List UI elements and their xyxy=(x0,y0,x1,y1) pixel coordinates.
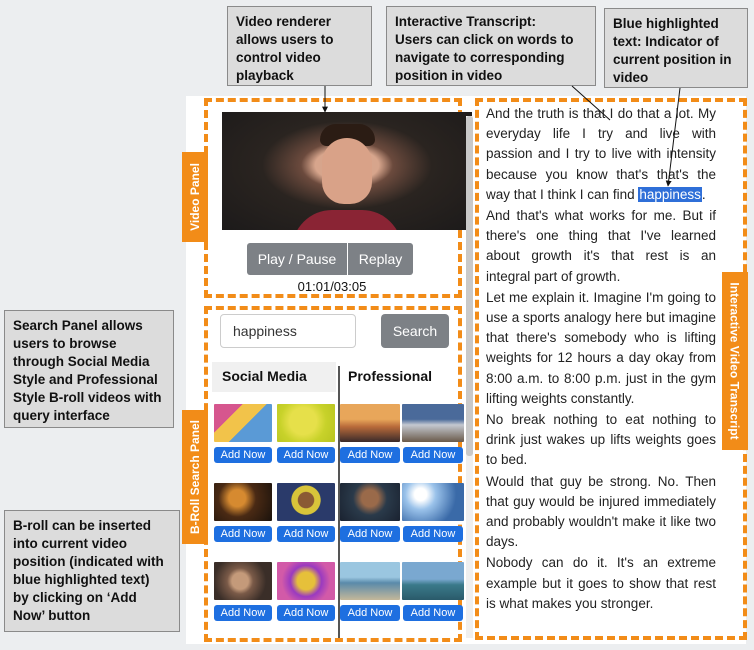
add-now-button[interactable]: Add Now xyxy=(214,447,272,463)
video-panel-tag: Video Panel xyxy=(182,152,208,242)
transcript-paragraph[interactable]: Nobody can do it. It's an extreme exampl… xyxy=(486,555,716,611)
add-now-button[interactable]: Add Now xyxy=(340,605,400,621)
video-subject-face xyxy=(322,138,372,204)
social-media-header-bg xyxy=(212,362,336,392)
add-now-button[interactable]: Add Now xyxy=(277,447,335,463)
add-now-button[interactable]: Add Now xyxy=(277,605,335,621)
column-divider xyxy=(338,366,340,638)
interactive-transcript[interactable]: And the truth is that I do that a lot. M… xyxy=(486,104,716,615)
broll-thumbnail[interactable] xyxy=(340,483,400,521)
broll-thumbnail[interactable] xyxy=(214,483,272,521)
add-now-button[interactable]: Add Now xyxy=(214,526,272,542)
transcript-paragraph[interactable]: Let me explain it. Imagine I'm going to … xyxy=(486,289,716,406)
transcript-panel-tag-label: Interactive Video Transcript xyxy=(728,282,743,440)
callout-broll-insert: B-roll can be inserted into current vide… xyxy=(4,510,180,632)
search-button[interactable]: Search xyxy=(381,314,449,348)
play-pause-button[interactable]: Play / Pause xyxy=(247,243,347,275)
add-now-button[interactable]: Add Now xyxy=(277,526,335,542)
playback-time: 01:01/03:05 xyxy=(297,279,367,294)
broll-thumbnail[interactable] xyxy=(402,404,464,442)
add-now-button[interactable]: Add Now xyxy=(403,605,463,621)
add-now-button[interactable]: Add Now xyxy=(403,447,463,463)
social-media-header: Social Media xyxy=(222,368,307,384)
video-player[interactable] xyxy=(222,112,472,230)
current-position-highlight[interactable]: happiness xyxy=(638,186,702,202)
broll-thumbnail[interactable] xyxy=(340,404,400,442)
transcript-paragraph[interactable]: No break nothing to eat nothing to drink… xyxy=(486,412,716,468)
broll-panel-tag-label: B-Roll Search Panel xyxy=(188,419,203,535)
transcript-scrollbar[interactable] xyxy=(466,116,473,456)
add-now-button[interactable]: Add Now xyxy=(403,526,463,542)
broll-thumbnail[interactable] xyxy=(277,404,335,442)
callout-blue-highlight: Blue highlighted text: Indicator of curr… xyxy=(604,8,748,88)
professional-header: Professional xyxy=(348,368,433,384)
callout-interactive-transcript: Interactive Transcript: Users can click … xyxy=(386,6,596,86)
transcript-paragraph[interactable]: And the truth is that I do that a lot. M… xyxy=(486,104,716,205)
broll-thumbnail[interactable] xyxy=(402,483,464,521)
callout-video-renderer: Video renderer allows users to control v… xyxy=(227,6,372,86)
broll-thumbnail[interactable] xyxy=(340,562,400,600)
replay-button[interactable]: Replay xyxy=(348,243,413,275)
add-now-button[interactable]: Add Now xyxy=(340,447,400,463)
broll-thumbnail[interactable] xyxy=(402,562,464,600)
callout-search-panel: Search Panel allows users to browse thro… xyxy=(4,310,174,428)
transcript-paragraph[interactable]: And that's what works for me. But if the… xyxy=(486,208,716,284)
video-panel-tag-label: Video Panel xyxy=(188,163,202,231)
broll-panel-tag: B-Roll Search Panel xyxy=(182,410,208,544)
broll-thumbnail[interactable] xyxy=(277,562,335,600)
transcript-panel-tag: Interactive Video Transcript xyxy=(722,272,748,450)
broll-thumbnail[interactable] xyxy=(214,404,272,442)
add-now-button[interactable]: Add Now xyxy=(340,526,400,542)
add-now-button[interactable]: Add Now xyxy=(214,605,272,621)
broll-thumbnail[interactable] xyxy=(277,483,335,521)
search-input[interactable]: happiness xyxy=(220,314,356,348)
video-subject-shirt xyxy=(292,210,402,230)
transcript-paragraph[interactable]: Would that guy be strong. No. Then that … xyxy=(486,473,716,550)
transcript-text[interactable]: . xyxy=(701,186,706,202)
broll-thumbnail[interactable] xyxy=(214,562,272,600)
